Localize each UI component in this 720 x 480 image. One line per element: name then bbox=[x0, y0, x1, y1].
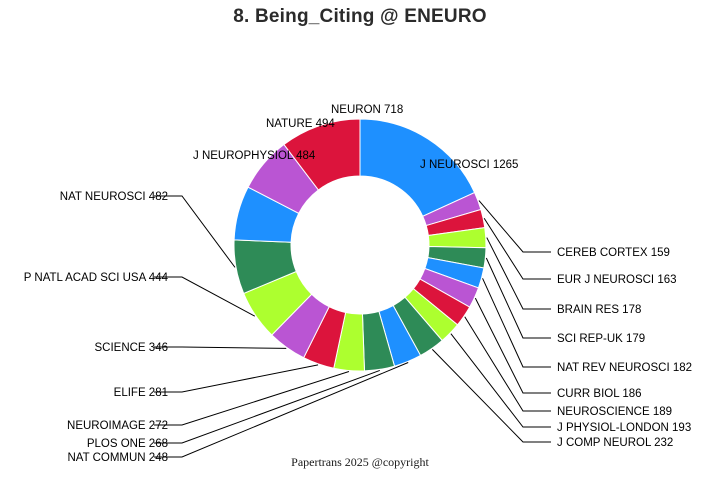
pie-slices bbox=[233, 118, 487, 372]
slice-label: NAT NEUROSCI 482 bbox=[60, 191, 168, 203]
leader-lines bbox=[154, 195, 551, 458]
leader-line bbox=[154, 371, 350, 426]
slice-label: J NEUROSCI 1265 bbox=[420, 159, 518, 171]
leader-line bbox=[450, 333, 551, 428]
slice-label: PLOS ONE 268 bbox=[87, 438, 168, 450]
leader-line bbox=[474, 297, 551, 394]
leader-line bbox=[154, 362, 409, 458]
leader-line bbox=[485, 257, 551, 339]
slice-label: NEURON 718 bbox=[331, 104, 403, 116]
leader-line bbox=[483, 217, 551, 280]
slice-label: EUR J NEUROSCI 163 bbox=[557, 274, 677, 286]
slice-label: ELIFE 281 bbox=[114, 387, 168, 399]
pie-slice[interactable] bbox=[283, 118, 361, 191]
leader-line bbox=[482, 278, 551, 368]
leader-line bbox=[478, 200, 551, 253]
leader-line bbox=[154, 276, 256, 317]
leader-line bbox=[154, 369, 380, 444]
copyright-footer: Papertrans 2025 @copyright bbox=[291, 455, 429, 469]
leader-line bbox=[486, 237, 551, 310]
slice-label: J NEUROPHYSIOL 484 bbox=[193, 150, 316, 162]
slice-label: P NATL ACAD SCI USA 444 bbox=[24, 272, 169, 284]
slice-label: J PHYSIOL-LONDON 193 bbox=[557, 422, 691, 434]
leader-line bbox=[431, 349, 551, 443]
slice-label: NAT REV NEUROSCI 182 bbox=[557, 362, 692, 374]
slice-label: SCI REP-UK 179 bbox=[557, 333, 645, 345]
slice-label: BRAIN RES 178 bbox=[557, 304, 641, 316]
page-title: 8. Being_Citing @ ENEURO bbox=[233, 6, 487, 27]
leader-line bbox=[154, 364, 319, 393]
leader-line bbox=[464, 316, 551, 412]
slice-label: NEUROIMAGE 272 bbox=[67, 420, 168, 432]
slice-label: NATURE 494 bbox=[266, 118, 335, 130]
leader-line bbox=[154, 195, 236, 268]
slice-label: CURR BIOL 186 bbox=[557, 388, 642, 400]
slice-label: NEUROSCIENCE 189 bbox=[557, 406, 672, 418]
slice-label: NAT COMMUN 248 bbox=[67, 452, 168, 464]
slice-label: SCIENCE 346 bbox=[94, 342, 168, 354]
slice-label: CEREB CORTEX 159 bbox=[557, 247, 670, 259]
leader-line bbox=[154, 346, 287, 349]
slice-label: J COMP NEUROL 232 bbox=[557, 437, 673, 449]
